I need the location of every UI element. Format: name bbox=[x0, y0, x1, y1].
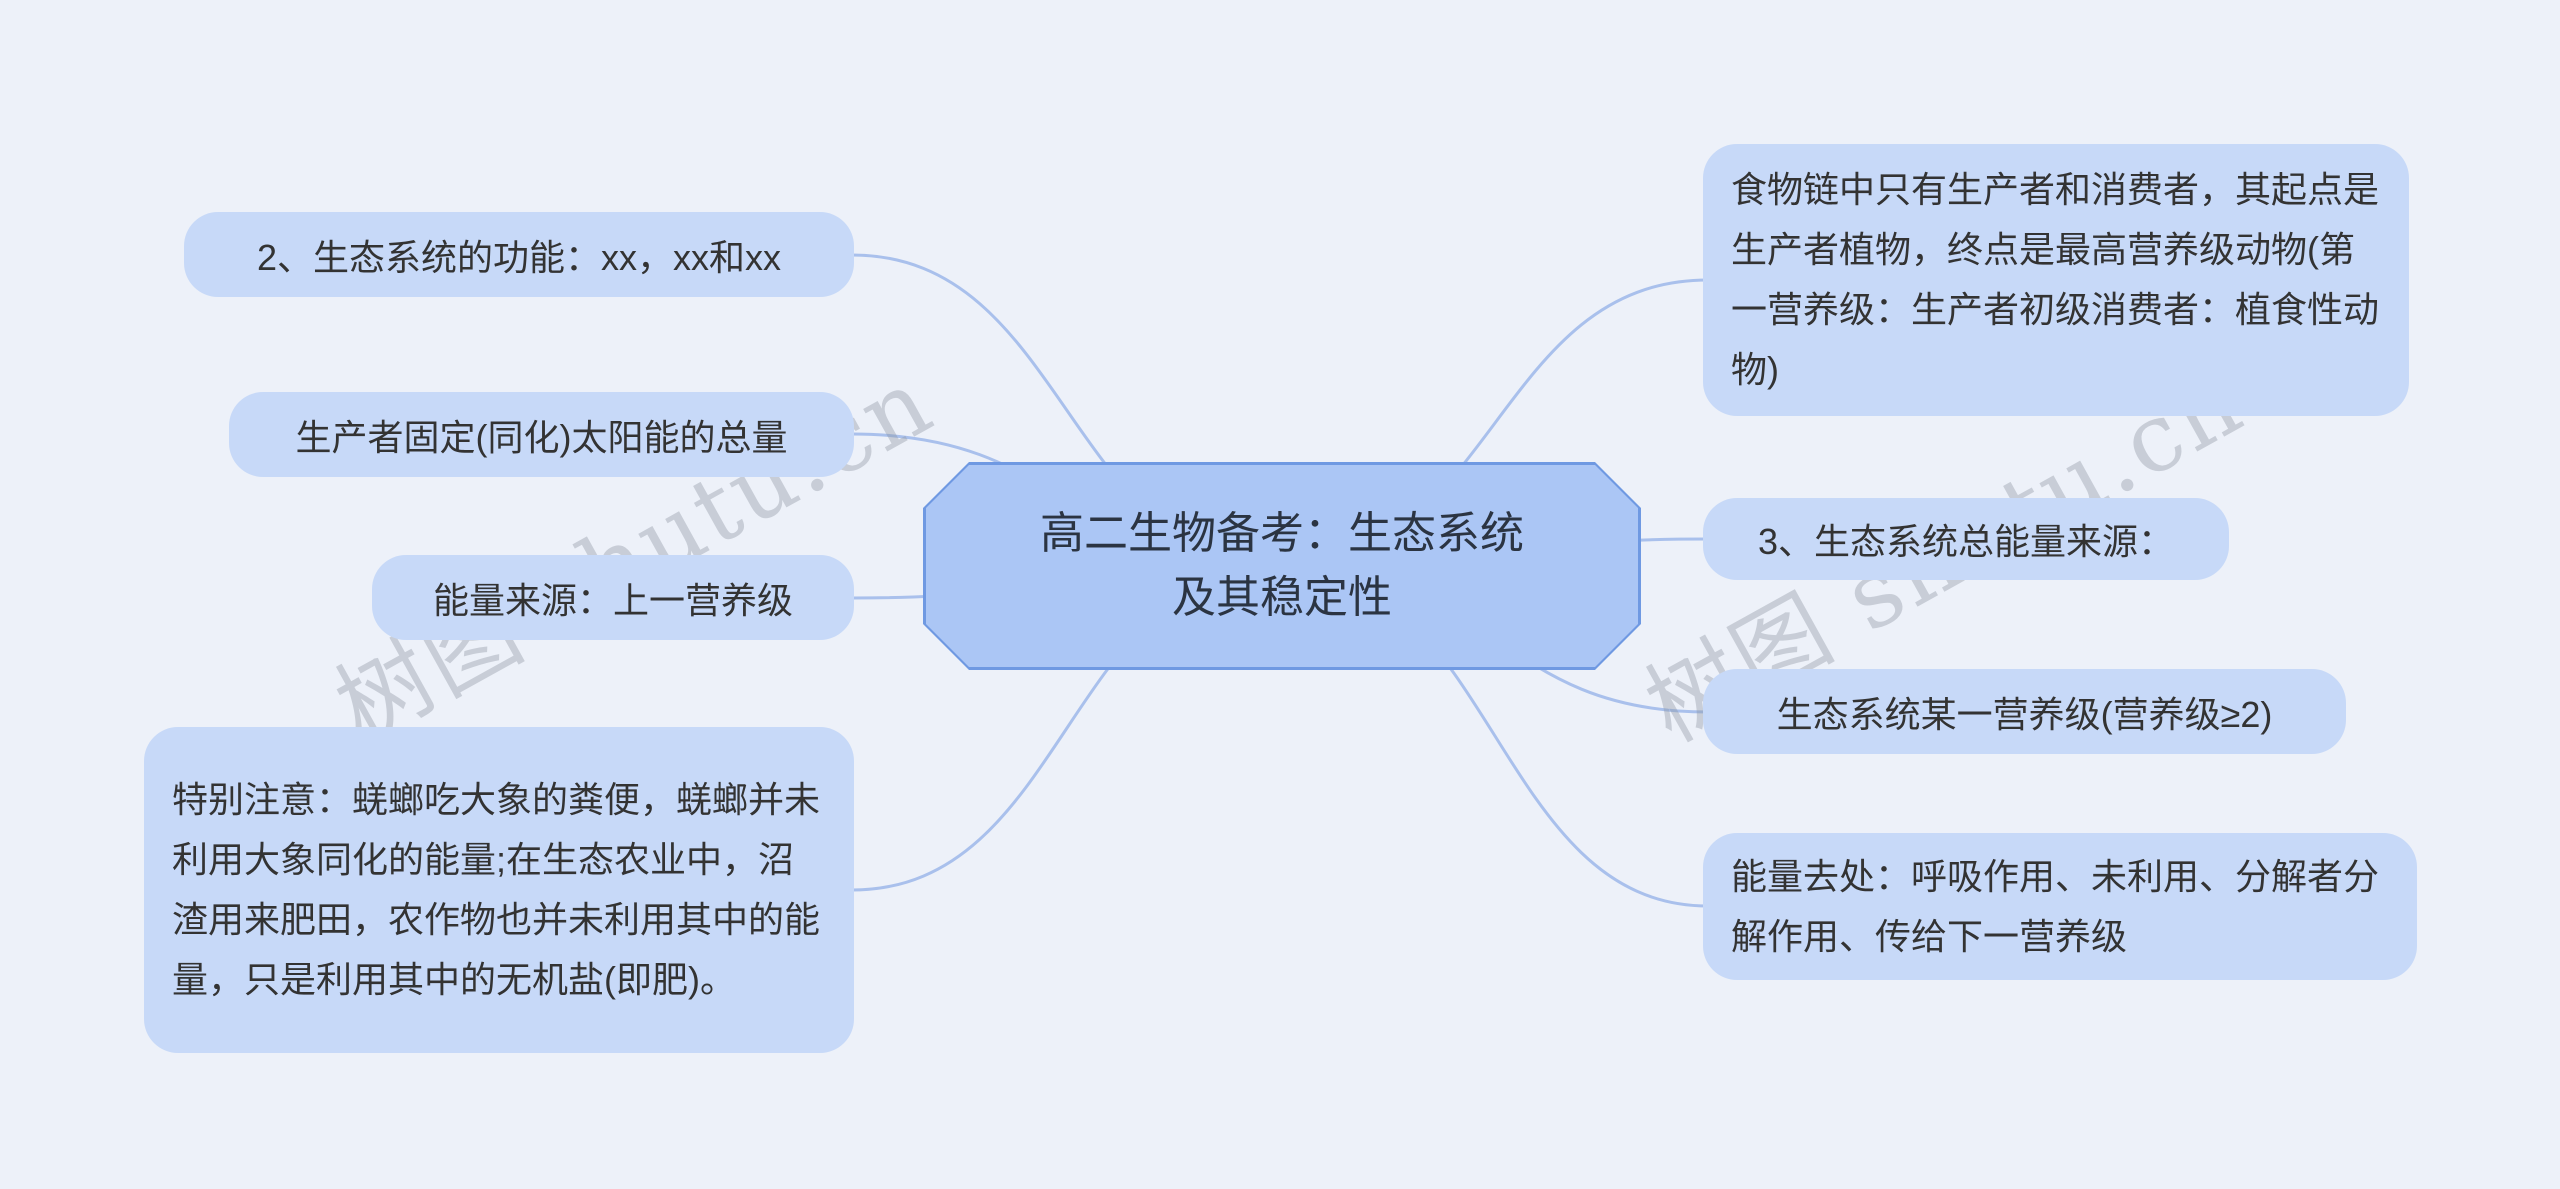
node-label: 食物链中只有生产者和消费者，其起点是生产者植物，终点是最高营养级动物(第一营养级… bbox=[1731, 169, 2380, 390]
node-label: 特别注意：蜣螂吃大象的粪便，蜣螂并未利用大象同化的能量;在生态农业中，沼渣用来肥… bbox=[172, 779, 821, 1000]
node-left-energy-source[interactable]: 能量来源：上一营养级 bbox=[372, 555, 854, 640]
node-central-topic[interactable]: 高二生物备考：生态系统及其稳定性 bbox=[923, 462, 1641, 670]
central-topic-label: 高二生物备考：生态系统及其稳定性 bbox=[1040, 509, 1524, 622]
node-left-producer-fixed-energy[interactable]: 生产者固定(同化)太阳能的总量 bbox=[229, 392, 854, 477]
node-right-energy-destination[interactable]: 能量去处：呼吸作用、未利用、分解者分解作用、传给下一营养级 bbox=[1703, 833, 2417, 980]
node-label: 能量来源：上一营养级 bbox=[432, 579, 793, 621]
node-label: 生态系统某一营养级(营养级≥2) bbox=[1776, 693, 2273, 735]
node-right-trophic-level[interactable]: 生态系统某一营养级(营养级≥2) bbox=[1703, 669, 2346, 754]
node-label: 3、生态系统总能量来源： bbox=[1757, 521, 2175, 562]
node-label: 能量去处：呼吸作用、未利用、分解者分解作用、传给下一营养级 bbox=[1731, 855, 2380, 957]
node-right-food-chain[interactable]: 食物链中只有生产者和消费者，其起点是生产者植物，终点是最高营养级动物(第一营养级… bbox=[1703, 144, 2409, 416]
node-right-total-energy-source[interactable]: 3、生态系统总能量来源： bbox=[1703, 498, 2229, 580]
node-label: 2、生态系统的功能：xx，xx和xx bbox=[256, 236, 782, 278]
central-node-fill bbox=[926, 465, 1638, 667]
node-label: 生产者固定(同化)太阳能的总量 bbox=[295, 416, 788, 458]
node-left-special-note[interactable]: 特别注意：蜣螂吃大象的粪便，蜣螂并未利用大象同化的能量;在生态农业中，沼渣用来肥… bbox=[144, 727, 854, 1053]
node-left-ecosystem-functions[interactable]: 2、生态系统的功能：xx，xx和xx bbox=[184, 212, 854, 297]
